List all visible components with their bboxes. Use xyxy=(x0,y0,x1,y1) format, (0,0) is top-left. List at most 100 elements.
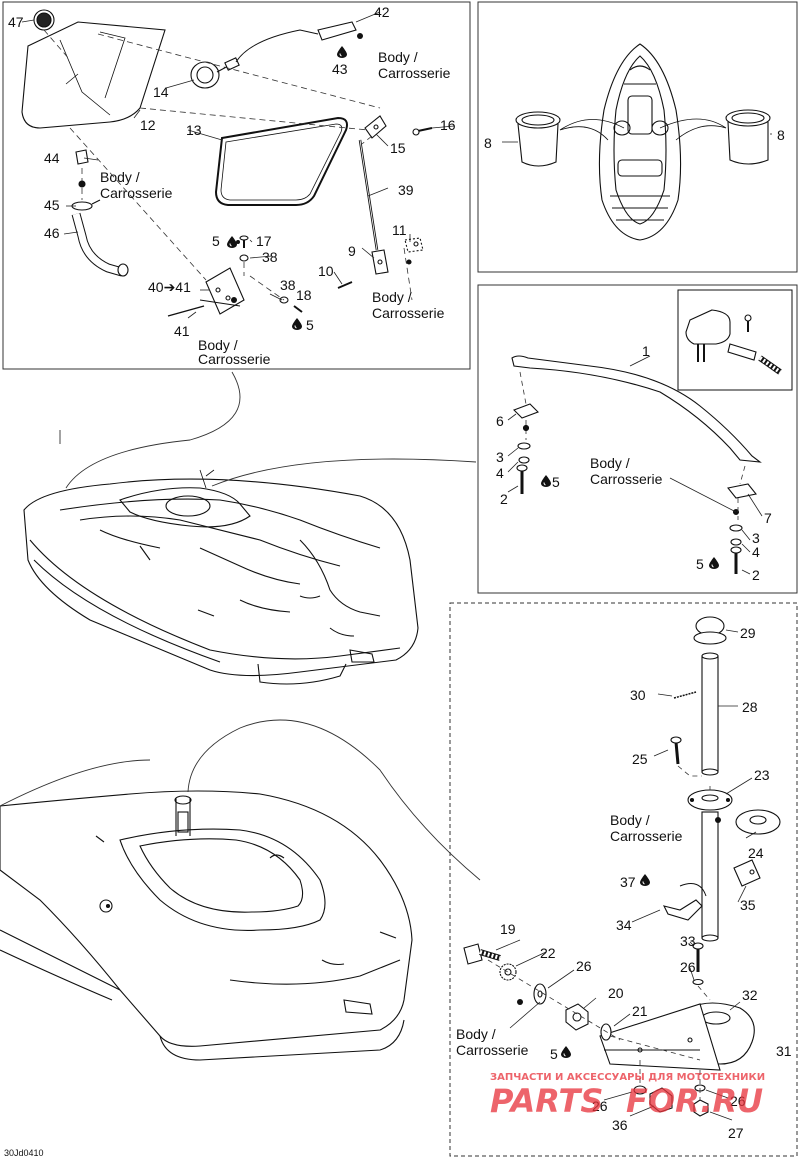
part-label: 5 xyxy=(550,1046,558,1062)
panel-storage-cover xyxy=(2,1,471,370)
part-label: 20 xyxy=(608,985,624,1001)
support-tube xyxy=(701,811,719,939)
part-label: 16 xyxy=(440,117,456,133)
part-label: 15 xyxy=(390,140,406,156)
body-label: Carrosserie xyxy=(372,305,445,321)
part-label: 44 xyxy=(44,150,60,166)
washer-26-left xyxy=(533,983,547,1005)
panel-grab-handle xyxy=(477,284,798,594)
roll-pin-30 xyxy=(673,691,697,699)
part-label: 38 xyxy=(262,249,278,265)
part-label: 23 xyxy=(754,767,770,783)
part-label: 5 xyxy=(696,556,704,572)
screw-25 xyxy=(674,741,680,765)
panel-cup-holders xyxy=(477,1,798,273)
part-label: 12 xyxy=(140,117,156,133)
cup-holder-8-right xyxy=(725,109,771,165)
part-label: 40➔41 xyxy=(148,279,191,295)
body-labels: Body / Carrosserie Body / Carrosserie Bo… xyxy=(100,49,683,1058)
part-label: 8 xyxy=(777,127,785,143)
plate-7 xyxy=(727,483,757,499)
body-label: Carrosserie xyxy=(198,351,271,367)
watermark-brand-right: FOR.RU xyxy=(626,1082,763,1120)
connector-curves xyxy=(0,371,481,881)
part-label: 28 xyxy=(742,699,758,715)
liquid-drop-icon xyxy=(292,318,302,330)
nut-20 xyxy=(565,1003,589,1031)
liquid-drop-icon xyxy=(541,475,551,487)
part-label: 10 xyxy=(318,263,334,279)
knob-35 xyxy=(733,859,761,887)
pin-10 xyxy=(337,281,353,289)
nut-44 xyxy=(75,149,89,165)
part-label: 3 xyxy=(496,449,504,465)
part-label: 21 xyxy=(632,1003,648,1019)
part-label: 38 xyxy=(280,277,296,293)
part-label: 4 xyxy=(496,465,504,481)
screw-18 xyxy=(293,305,303,313)
part-label: 8 xyxy=(484,135,492,151)
bracket-9 xyxy=(371,249,389,275)
bolt-19 xyxy=(463,943,483,965)
leader-lines xyxy=(21,11,772,1121)
part-label: 18 xyxy=(296,287,312,303)
body-label: Carrosserie xyxy=(610,828,683,844)
part-label: 26 xyxy=(730,1093,746,1109)
part-label: 47 xyxy=(8,14,24,30)
part-label: 22 xyxy=(540,945,556,961)
part-label: 24 xyxy=(748,845,764,861)
star-washer-22 xyxy=(499,963,517,981)
part-label: 46 xyxy=(44,225,60,241)
nut-36 xyxy=(649,1087,673,1113)
liquid-drop-icon xyxy=(227,236,237,248)
washer-38-upper xyxy=(239,254,249,262)
spring-washer-4-right xyxy=(730,538,742,546)
part-label: 2 xyxy=(752,567,760,583)
part-label: 27 xyxy=(728,1125,744,1141)
part-label: 2 xyxy=(500,491,508,507)
latch-14 xyxy=(190,61,220,89)
screw-16 xyxy=(417,127,433,132)
part-label: 7 xyxy=(764,510,772,526)
grab-handle-1 xyxy=(511,355,762,463)
hinge-15 xyxy=(364,115,387,139)
part-label: 31 xyxy=(776,1043,792,1059)
part-label: 37 xyxy=(620,874,636,890)
washer-26-bottom-left xyxy=(633,1085,647,1095)
part-label: 1 xyxy=(642,343,650,359)
body-label: Body / xyxy=(590,455,630,471)
post-28 xyxy=(701,655,719,773)
body-label: Body / xyxy=(456,1026,496,1042)
part-label: 36 xyxy=(612,1117,628,1133)
body-label: Carrosserie xyxy=(378,65,451,81)
body-label: Body / xyxy=(372,289,412,305)
storage-cover-parts xyxy=(21,9,433,317)
boat-illustration xyxy=(23,469,419,685)
part-label: 14 xyxy=(153,84,169,100)
hinge-bracket-40 xyxy=(205,267,245,315)
part-label: 33 xyxy=(680,933,696,949)
part-label: 11 xyxy=(392,222,407,238)
liquid-drop-icon xyxy=(640,874,650,886)
bracket-31 xyxy=(599,1003,721,1071)
part-label: 25 xyxy=(632,751,648,767)
part-label: 41 xyxy=(174,323,190,339)
part-label: 17 xyxy=(256,233,272,249)
panel3-dashed-leaders xyxy=(519,371,746,520)
plate-42 xyxy=(317,21,357,41)
cup-holder-8-left xyxy=(515,111,561,167)
attachment-dots xyxy=(79,33,721,1005)
part-label: 45 xyxy=(44,197,60,213)
part-label: 9 xyxy=(348,243,356,259)
part-label: 26 xyxy=(680,959,696,975)
panel-pedestal xyxy=(449,602,798,1157)
body-label: Body / xyxy=(100,169,140,185)
part-label: 3 xyxy=(752,530,760,546)
watermark-tagline: ЗАПЧАСТИ И АКСЕССУАРЫ ДЛЯ МОТОТЕХНИКИ xyxy=(490,1072,765,1083)
washer-3-right xyxy=(729,524,743,532)
part-label: 26 xyxy=(592,1098,608,1114)
disc-24 xyxy=(735,809,781,835)
body-label: Carrosserie xyxy=(456,1042,529,1058)
diagram-code: 30Jd0410 xyxy=(4,1148,44,1158)
